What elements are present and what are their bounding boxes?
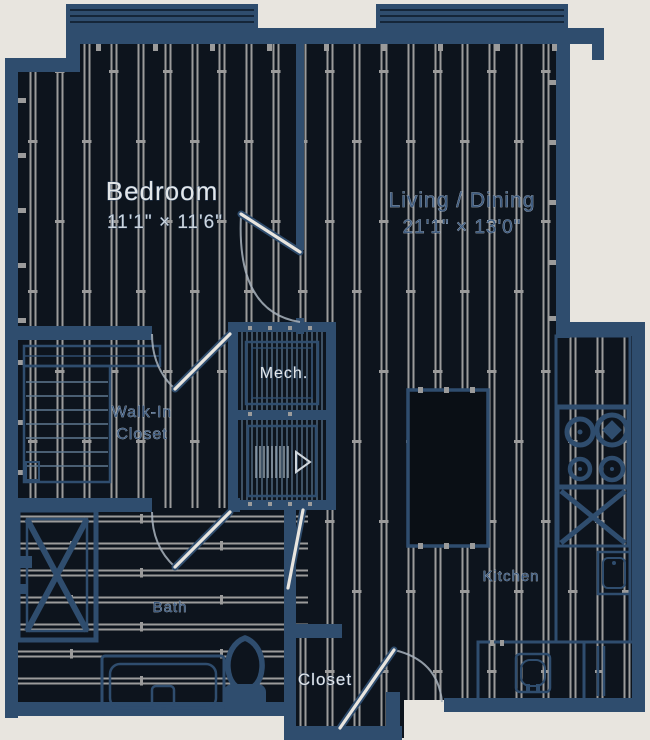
living-dining-label: Living / Dining	[389, 189, 536, 212]
bedroom-door	[237, 210, 304, 323]
sink-icon	[556, 486, 630, 548]
dishwasher-icon	[514, 652, 552, 694]
toilet-icon	[224, 635, 266, 714]
shower-knob	[18, 584, 28, 594]
mech-equipment	[244, 340, 320, 406]
mech-bolt-ticks	[248, 326, 312, 506]
living-dining-dims-label: 21'1" × 13'0"	[403, 217, 522, 238]
window-mullion-ticks	[18, 44, 557, 475]
walk-in-closet-shelves	[22, 344, 162, 484]
toilet-tank	[224, 684, 266, 714]
wall-kitchen-top	[556, 322, 645, 336]
refrigerator-icon	[582, 640, 640, 702]
wall-left	[5, 58, 18, 718]
bedroom-floor-top	[80, 42, 566, 72]
kitchen-label: Kitchen	[482, 568, 539, 585]
window-band-left	[66, 4, 258, 30]
wall-bedroom-living-divider	[296, 42, 304, 250]
wall-mech-bottom	[228, 500, 336, 510]
stove-icon	[556, 406, 630, 488]
walk-in-closet-label-line2: Closet	[116, 426, 167, 443]
vanity-sink-icon	[100, 654, 226, 716]
wall-closet-bottom	[284, 726, 402, 740]
entry-closet-door	[336, 646, 443, 732]
wall-right-lower	[632, 322, 645, 712]
mech-room	[244, 326, 320, 506]
bedroom-dims-label: 11'1" × 11'6"	[107, 212, 223, 233]
wall-wic-bottom-stub	[228, 498, 240, 512]
wall-mech-top	[228, 322, 336, 332]
walls	[5, 4, 645, 740]
wall-closet-top	[296, 624, 342, 638]
closet-label: Closet	[298, 670, 352, 689]
wall-top-left-stub-h	[5, 58, 68, 72]
shelf-bracket	[25, 461, 40, 481]
window-band-right	[376, 4, 568, 30]
shower-valve	[18, 556, 32, 568]
prep-sink-icon	[596, 550, 632, 596]
bedroom-living-floor	[18, 70, 566, 334]
walk-in-closet-label-line1: Walk-In	[112, 404, 173, 421]
wall-bedroom-bottom	[5, 326, 152, 340]
bath-door	[151, 506, 307, 592]
walk-in-closet-door	[151, 330, 234, 393]
wall-closet-right	[386, 692, 400, 728]
kitchen-island	[406, 387, 490, 549]
bath-label: Bath	[153, 599, 188, 616]
bedroom-label: Bedroom	[106, 176, 219, 206]
wall-mech-divider	[228, 410, 336, 420]
mech-label: Mech.	[260, 365, 309, 382]
room-labels: Bedroom 11'1" × 11'6" Living / Dining 21…	[105, 176, 539, 690]
wall-top-left-stub-v	[66, 28, 80, 72]
wall-right-upper	[556, 28, 570, 338]
shower-icon	[15, 507, 99, 643]
wall-top-right-stub	[592, 44, 604, 60]
washer-dryer-icon	[246, 424, 318, 498]
wall-top	[66, 28, 604, 44]
